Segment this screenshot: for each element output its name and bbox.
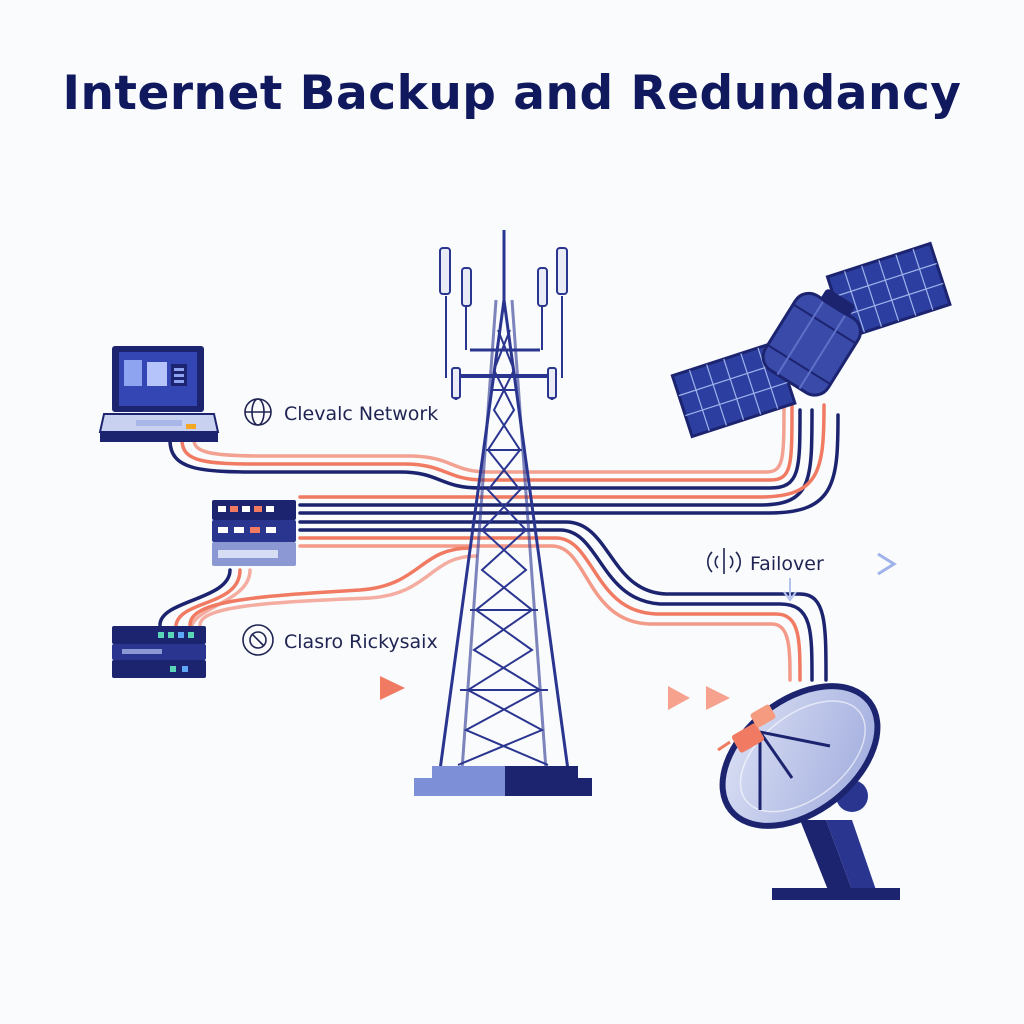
router-stack xyxy=(212,500,296,566)
wifi-icon xyxy=(707,548,741,574)
signal-icon xyxy=(242,624,274,656)
tower-base xyxy=(414,766,592,796)
satellite xyxy=(670,241,952,439)
cable-bundle-lower xyxy=(158,520,828,682)
network-switch xyxy=(112,626,206,678)
cable-bundle-upper xyxy=(168,398,840,515)
satellite-dish xyxy=(717,683,900,900)
laptop xyxy=(98,346,220,442)
globe-icon xyxy=(244,398,272,426)
arrow-right-primary xyxy=(165,676,405,700)
cell-tower xyxy=(438,230,570,771)
tower-antennas xyxy=(439,247,568,399)
secondary-link-label: Clasro Rickysaix xyxy=(284,631,438,653)
arrow-failover xyxy=(783,552,897,602)
arrow-right-dish xyxy=(600,686,730,710)
network-label: Clevalc Network xyxy=(284,403,438,425)
failover-label: Failover xyxy=(750,553,824,575)
diagram-title: Internet Backup and Redundancy xyxy=(62,66,962,121)
